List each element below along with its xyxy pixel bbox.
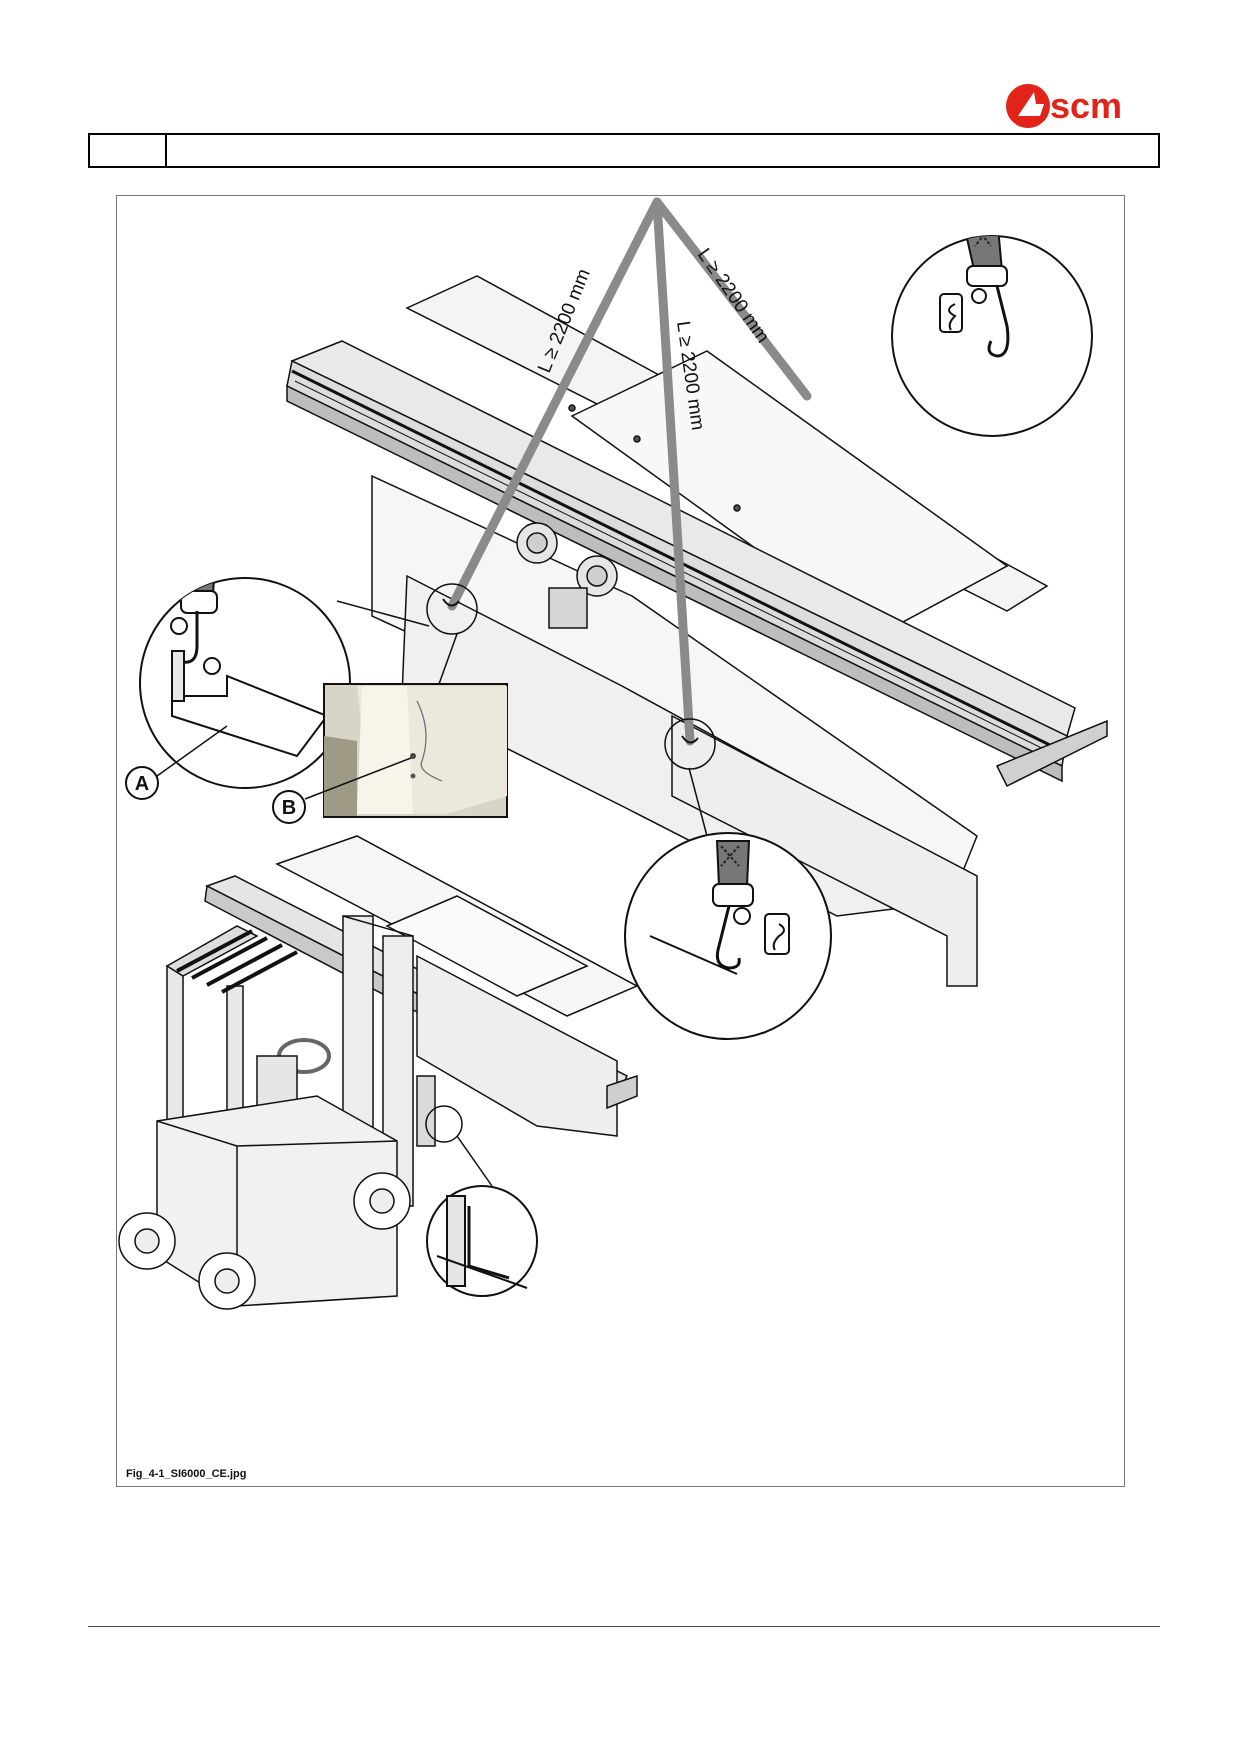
scm-logo: scm [1006, 84, 1122, 128]
lifting-figure: L ≥ 2200 mm L ≥ 2200 mm L ≥ 2200 mm [116, 195, 1125, 1487]
callout-b-badge [272, 790, 306, 824]
detail-hook-top-right [891, 235, 1093, 437]
forklift-scene [118, 835, 639, 1310]
photo-inset [323, 683, 508, 818]
logo-text: scm [1050, 85, 1122, 126]
header-title-cell [167, 135, 1158, 166]
attachment-circle-left [426, 583, 478, 635]
sling-right [652, 197, 812, 401]
panel-saw-machine [286, 275, 1108, 987]
hook-centre-icon [681, 735, 699, 744]
header-table [88, 133, 1160, 168]
lifting-illustration: L ≥ 2200 mm L ≥ 2200 mm L ≥ 2200 mm [118, 197, 1108, 1480]
detail-fork-insertion [426, 1185, 538, 1297]
sling-label-right: L ≥ 2200 mm [693, 245, 773, 347]
callout-a-badge [125, 766, 159, 800]
callout-b-label: B [282, 797, 296, 819]
header-section-cell [90, 135, 167, 166]
callout-a-label: A [135, 773, 149, 795]
footer-rule [88, 1626, 1160, 1627]
detail-hook-left [139, 577, 351, 789]
figure-caption: Fig_4-1_SI6000_CE.jpg [126, 1468, 246, 1480]
sling-left [447, 197, 662, 611]
lifting-slings [447, 197, 812, 746]
detail-hook-bottom-right [624, 832, 832, 1040]
sling-centre [652, 197, 695, 746]
hook-left-icon [442, 598, 460, 607]
